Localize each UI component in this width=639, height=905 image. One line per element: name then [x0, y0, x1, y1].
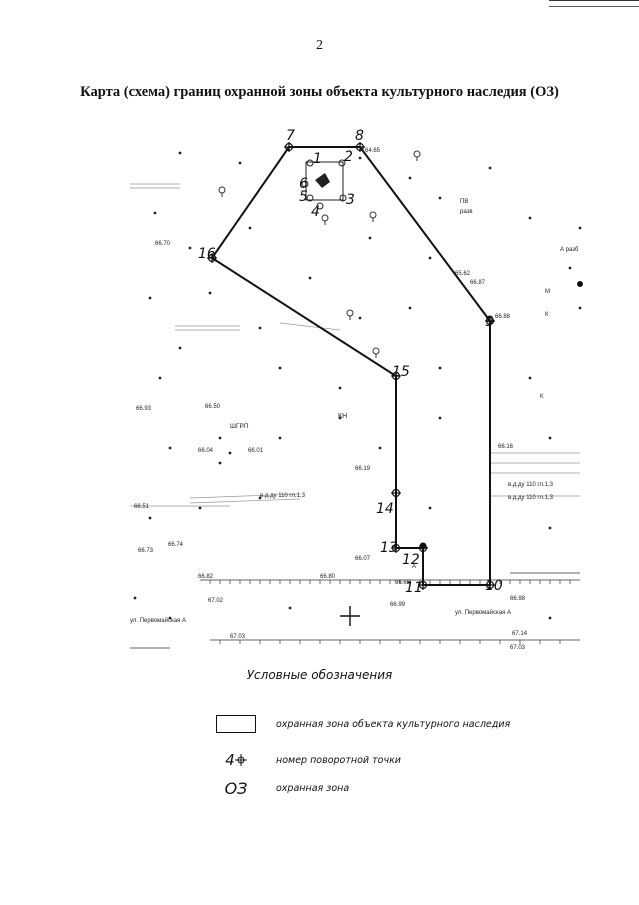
point-label-16: 16 [198, 246, 216, 262]
tree-symbols [218, 150, 421, 358]
turning-point-number: 4 [225, 751, 235, 769]
svg-text:в.д.ду 110 гл.1,3: в.д.ду 110 гл.1,3 [508, 495, 554, 501]
legend-turning-point-label: номер поворотной точки [276, 754, 401, 766]
svg-text:66.82: 66.82 [198, 574, 214, 580]
point-label-5: 5 [299, 189, 308, 205]
point-label-10: 10 [485, 578, 503, 594]
svg-text:66.07: 66.07 [355, 556, 371, 562]
svg-text:ул. Первомайская А: ул. Первомайская А [455, 609, 511, 616]
svg-text:66.73: 66.73 [138, 548, 154, 554]
turning-point-markers [207, 142, 495, 590]
svg-text:ул. Первомайская А: ул. Первомайская А [130, 617, 186, 624]
point-label-12: 12 [402, 552, 420, 568]
point-label-9: 9 [485, 314, 494, 330]
svg-text:ШГРП: ШГРП [230, 423, 249, 430]
svg-text:66.51: 66.51 [134, 504, 150, 510]
svg-text:66.99: 66.99 [390, 602, 406, 608]
svg-text:в.д.ду 110 гл.1,3: в.д.ду 110 гл.1,3 [508, 482, 554, 488]
svg-text:66.65: 66.65 [395, 580, 411, 586]
page-number: 2 [316, 38, 323, 53]
legend-zone-symbol [210, 715, 262, 733]
legend-turning-point-symbol: 4 [210, 751, 262, 769]
point-label-11: 11 [405, 580, 423, 596]
legend-zone-label: охранная зона объекта культурного наслед… [276, 718, 511, 730]
svg-text:67.03: 67.03 [230, 634, 246, 640]
top-rule [549, 0, 639, 1]
svg-text:К: К [545, 312, 549, 318]
svg-text:разв: разв [460, 209, 473, 215]
svg-text:66.87: 66.87 [470, 280, 486, 286]
legend-item-zone: охранная зона объекта культурного наслед… [210, 712, 510, 736]
turning-point-labels: 1 2 3 4 5 6 7 8 9 10 11 12 13 14 15 16 [198, 128, 503, 596]
svg-text:64.65: 64.65 [365, 148, 381, 154]
object-points [301, 159, 347, 210]
page-title: Карта (схема) границ охранной зоны объек… [80, 84, 559, 100]
svg-text:67.02: 67.02 [208, 598, 224, 604]
svg-text:К: К [540, 394, 544, 400]
legend-item-oz: ОЗ охранная зона [210, 776, 350, 800]
point-label-3: 3 [346, 192, 355, 208]
point-label-6: 6 [299, 176, 308, 192]
svg-text:65.62: 65.62 [455, 271, 471, 277]
protection-zone-boundary [210, 146, 491, 586]
map-annotations: 66.70 66.50 66.04 66.01 66.19 66.16 66.9… [130, 148, 579, 651]
legend-oz-label: охранная зона [276, 782, 350, 794]
point-label-1: 1 [313, 151, 322, 167]
point-label-2: 2 [344, 149, 353, 165]
svg-text:66.04: 66.04 [198, 448, 214, 454]
svg-text:А разб: А разб [560, 247, 579, 253]
svg-text:67.03: 67.03 [510, 645, 526, 651]
svg-text:66.74: 66.74 [168, 542, 184, 548]
point-label-14: 14 [376, 501, 394, 517]
building-hatching [130, 183, 580, 507]
zone-outline-swatch [216, 715, 256, 733]
top-rule-secondary [549, 6, 639, 7]
svg-text:А: А [412, 564, 416, 570]
grid-cross [340, 606, 360, 626]
legend-title: Условные обозначения [246, 668, 393, 682]
svg-text:66.93: 66.93 [136, 406, 152, 412]
svg-text:66.01: 66.01 [248, 448, 264, 454]
road-ticks [209, 580, 571, 644]
svg-text:66.19: 66.19 [355, 466, 371, 472]
well-marker [419, 542, 427, 550]
point-label-7: 7 [286, 128, 295, 144]
point-label-4: 4 [311, 204, 320, 220]
svg-text:ПВ: ПВ [460, 199, 468, 205]
svg-text:в.д.ду 110 гл.1,3: в.д.ду 110 гл.1,3 [260, 493, 306, 499]
svg-text:67.14: 67.14 [512, 631, 528, 637]
turning-point-icon [234, 754, 247, 766]
map: 1 2 3 4 5 6 7 8 9 10 11 12 13 14 15 16 6… [110, 118, 600, 658]
monument-icon [315, 173, 330, 188]
point-label-15: 15 [392, 364, 410, 380]
map-svg: 1 2 3 4 5 6 7 8 9 10 11 12 13 14 15 16 6… [130, 128, 583, 651]
point-label-8: 8 [355, 128, 364, 144]
svg-text:КН: КН [338, 413, 347, 420]
hydrant-marker [577, 281, 583, 287]
svg-text:М: М [545, 289, 550, 295]
svg-text:66.98: 66.98 [510, 596, 526, 602]
svg-text:66.16: 66.16 [498, 444, 514, 450]
legend-item-turning-point: 4 номер поворотной точки [210, 748, 401, 772]
svg-text:66.50: 66.50 [205, 404, 221, 410]
point-label-13: 13 [380, 540, 398, 556]
survey-dots [133, 151, 582, 620]
svg-text:66.88: 66.88 [495, 314, 511, 320]
svg-text:66.70: 66.70 [155, 241, 171, 247]
svg-text:66.80: 66.80 [320, 574, 336, 580]
legend-oz-symbol: ОЗ [224, 778, 248, 798]
